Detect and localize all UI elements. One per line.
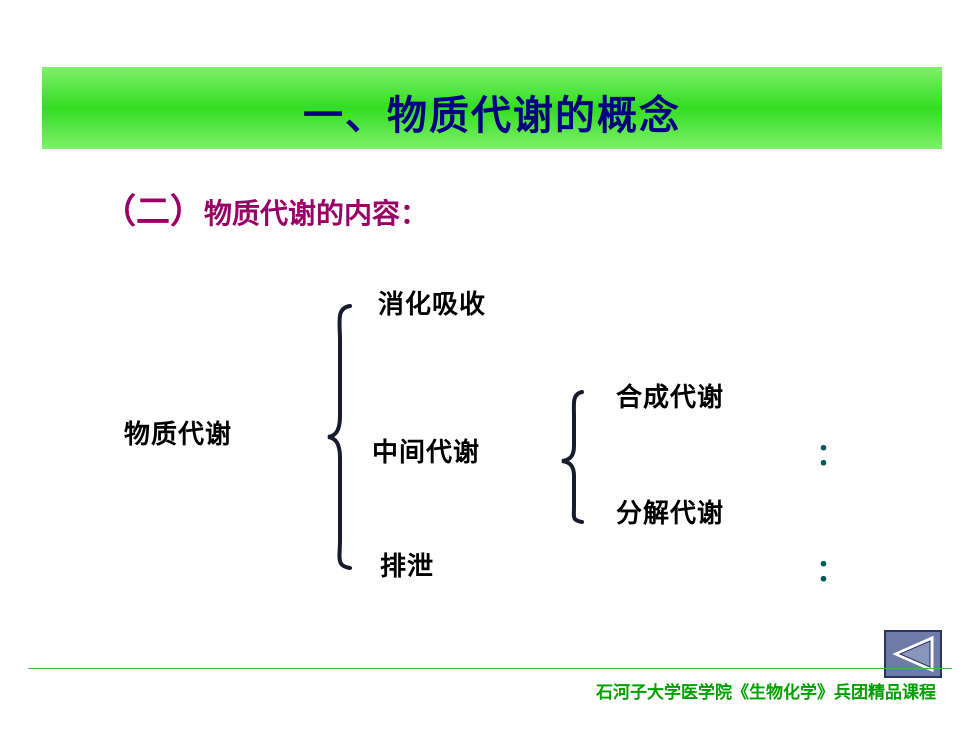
- section-subtitle: （二）物质代谢的内容：: [102, 184, 428, 233]
- footer-divider: [28, 668, 952, 669]
- sub-branch-anabolism: 合成代谢: [616, 383, 725, 413]
- branch-digestion: 消化吸收: [378, 290, 487, 320]
- footer-course-credit: 石河子大学医学院《生物化学》兵团精品课程: [596, 683, 936, 703]
- triangle-left-icon: [892, 635, 934, 673]
- branch-intermediate: 中间代谢: [372, 438, 481, 468]
- colon-mark-2: ：: [816, 554, 846, 589]
- title-banner: 一、物质代谢的概念: [42, 67, 942, 149]
- sub-branch-catabolism: 分解代谢: [616, 499, 725, 529]
- main-brace: [327, 304, 352, 570]
- back-button[interactable]: [884, 630, 942, 678]
- branch-excretion: 排泄: [380, 552, 435, 582]
- colon-mark-1: ：: [816, 438, 846, 473]
- slide-title: 一、物质代谢的概念: [303, 93, 681, 139]
- subtitle-number: （二）: [102, 192, 204, 232]
- sub-brace: [561, 390, 584, 524]
- root-term: 物质代谢: [124, 420, 233, 450]
- subtitle-text: 物质代谢的内容：: [204, 197, 429, 230]
